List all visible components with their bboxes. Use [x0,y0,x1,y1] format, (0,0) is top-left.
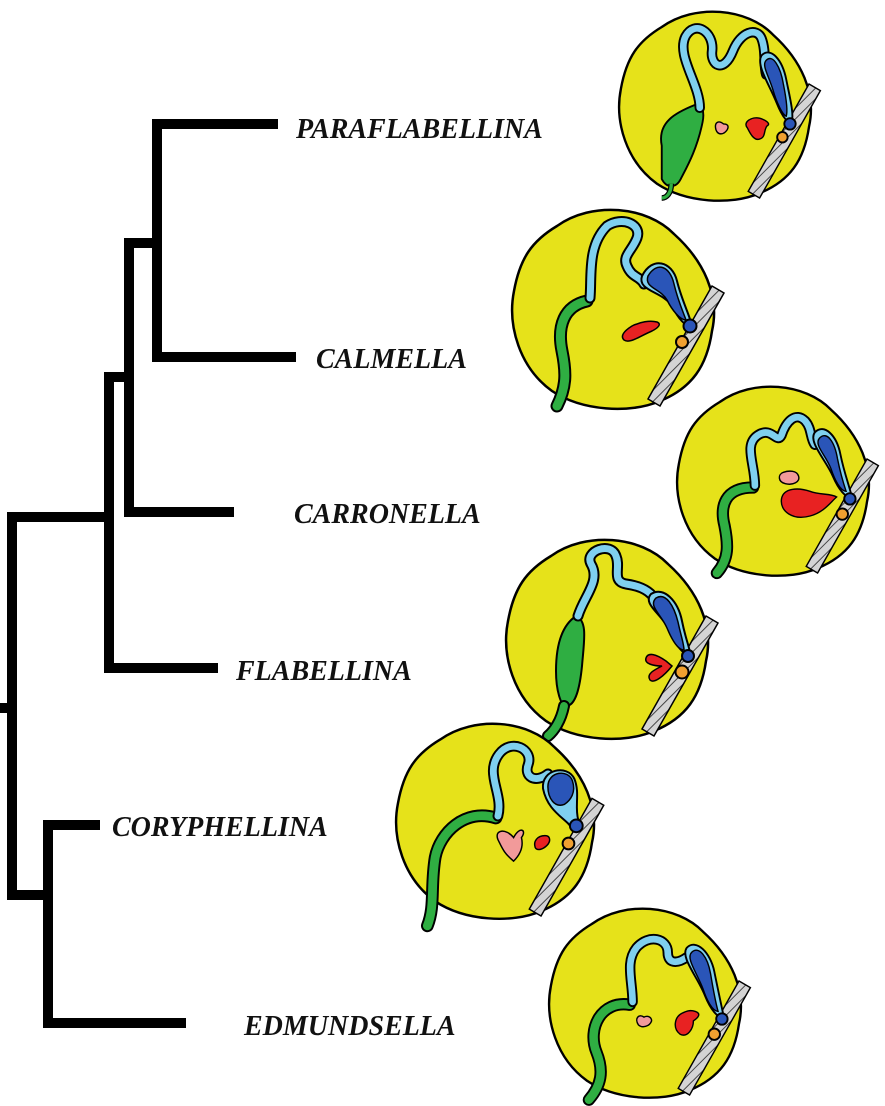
label-flabellina: FLABELLINA [235,656,412,687]
repro-diagram-calmella [512,210,724,409]
label-carronella: CARRONELLA [294,499,481,530]
repro-diagram-paraflabellina [619,12,820,201]
label-edmundsella: EDMUNDSELLA [243,1011,456,1042]
label-paraflabellina: PARAFLABELLINA [295,114,543,145]
label-calmella: CALMELLA [316,344,467,375]
repro-diagram-edmundsella [549,909,750,1100]
phylogenetic-tree [0,124,296,1023]
repro-diagram-coryphellina [396,724,604,926]
repro-diagram-flabellina [506,540,718,739]
repro-diagram-carronella [677,387,878,576]
label-coryphellina: CORYPHELLINA [112,812,328,843]
